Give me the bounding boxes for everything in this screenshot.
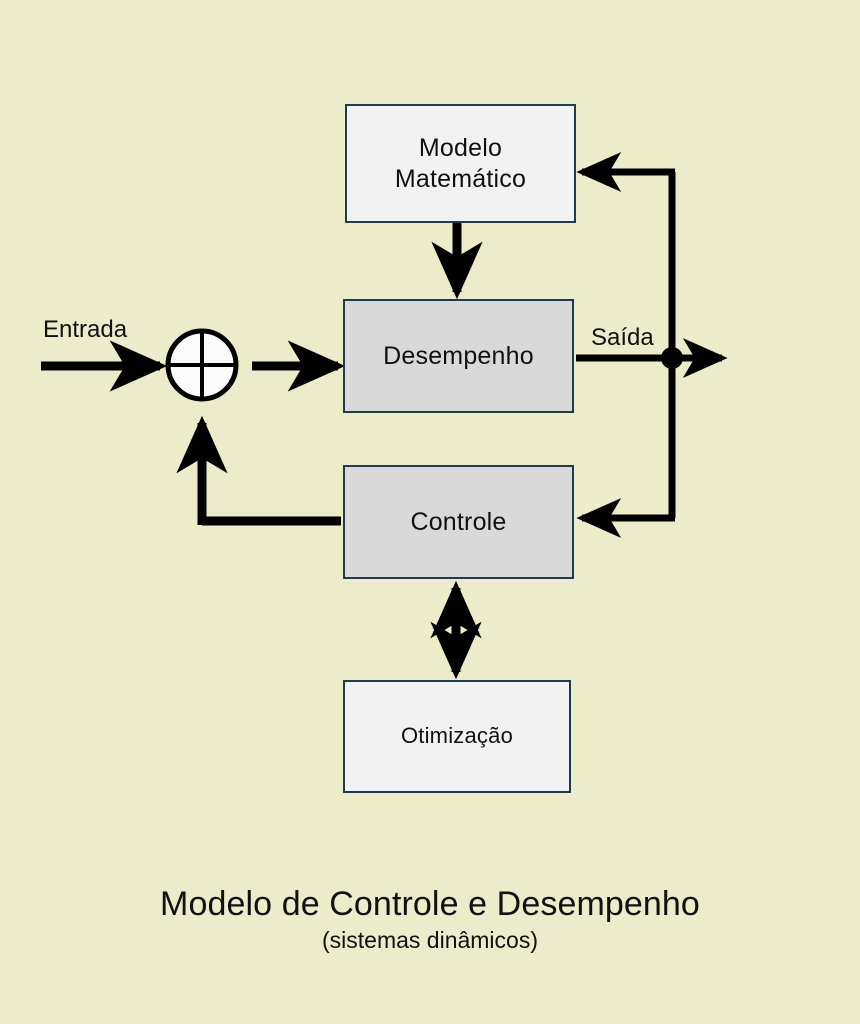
node-desempenho[interactable]: Desempenho: [343, 299, 574, 413]
node-otimizacao[interactable]: Otimização: [343, 680, 571, 793]
node-desempenho-label: Desempenho: [383, 341, 534, 370]
output-node-dot: [661, 347, 683, 369]
caption-subtitle: (sistemas dinâmicos): [322, 927, 538, 954]
caption-title: Modelo de Controle e Desempenho: [160, 885, 700, 923]
node-controle[interactable]: Controle: [343, 465, 574, 579]
node-modelo-matematico-label: Modelo Matemático: [394, 134, 527, 193]
figure-caption: Modelo de Controle e Desempenho (sistema…: [0, 884, 860, 955]
edge-label-entrada: Entrada: [43, 316, 128, 343]
edge-label-saida: Saída: [591, 324, 654, 351]
node-modelo-matematico[interactable]: Modelo Matemático: [345, 104, 576, 223]
node-otimizacao-label: Otimização: [400, 723, 514, 749]
node-controle-label: Controle: [410, 507, 507, 536]
